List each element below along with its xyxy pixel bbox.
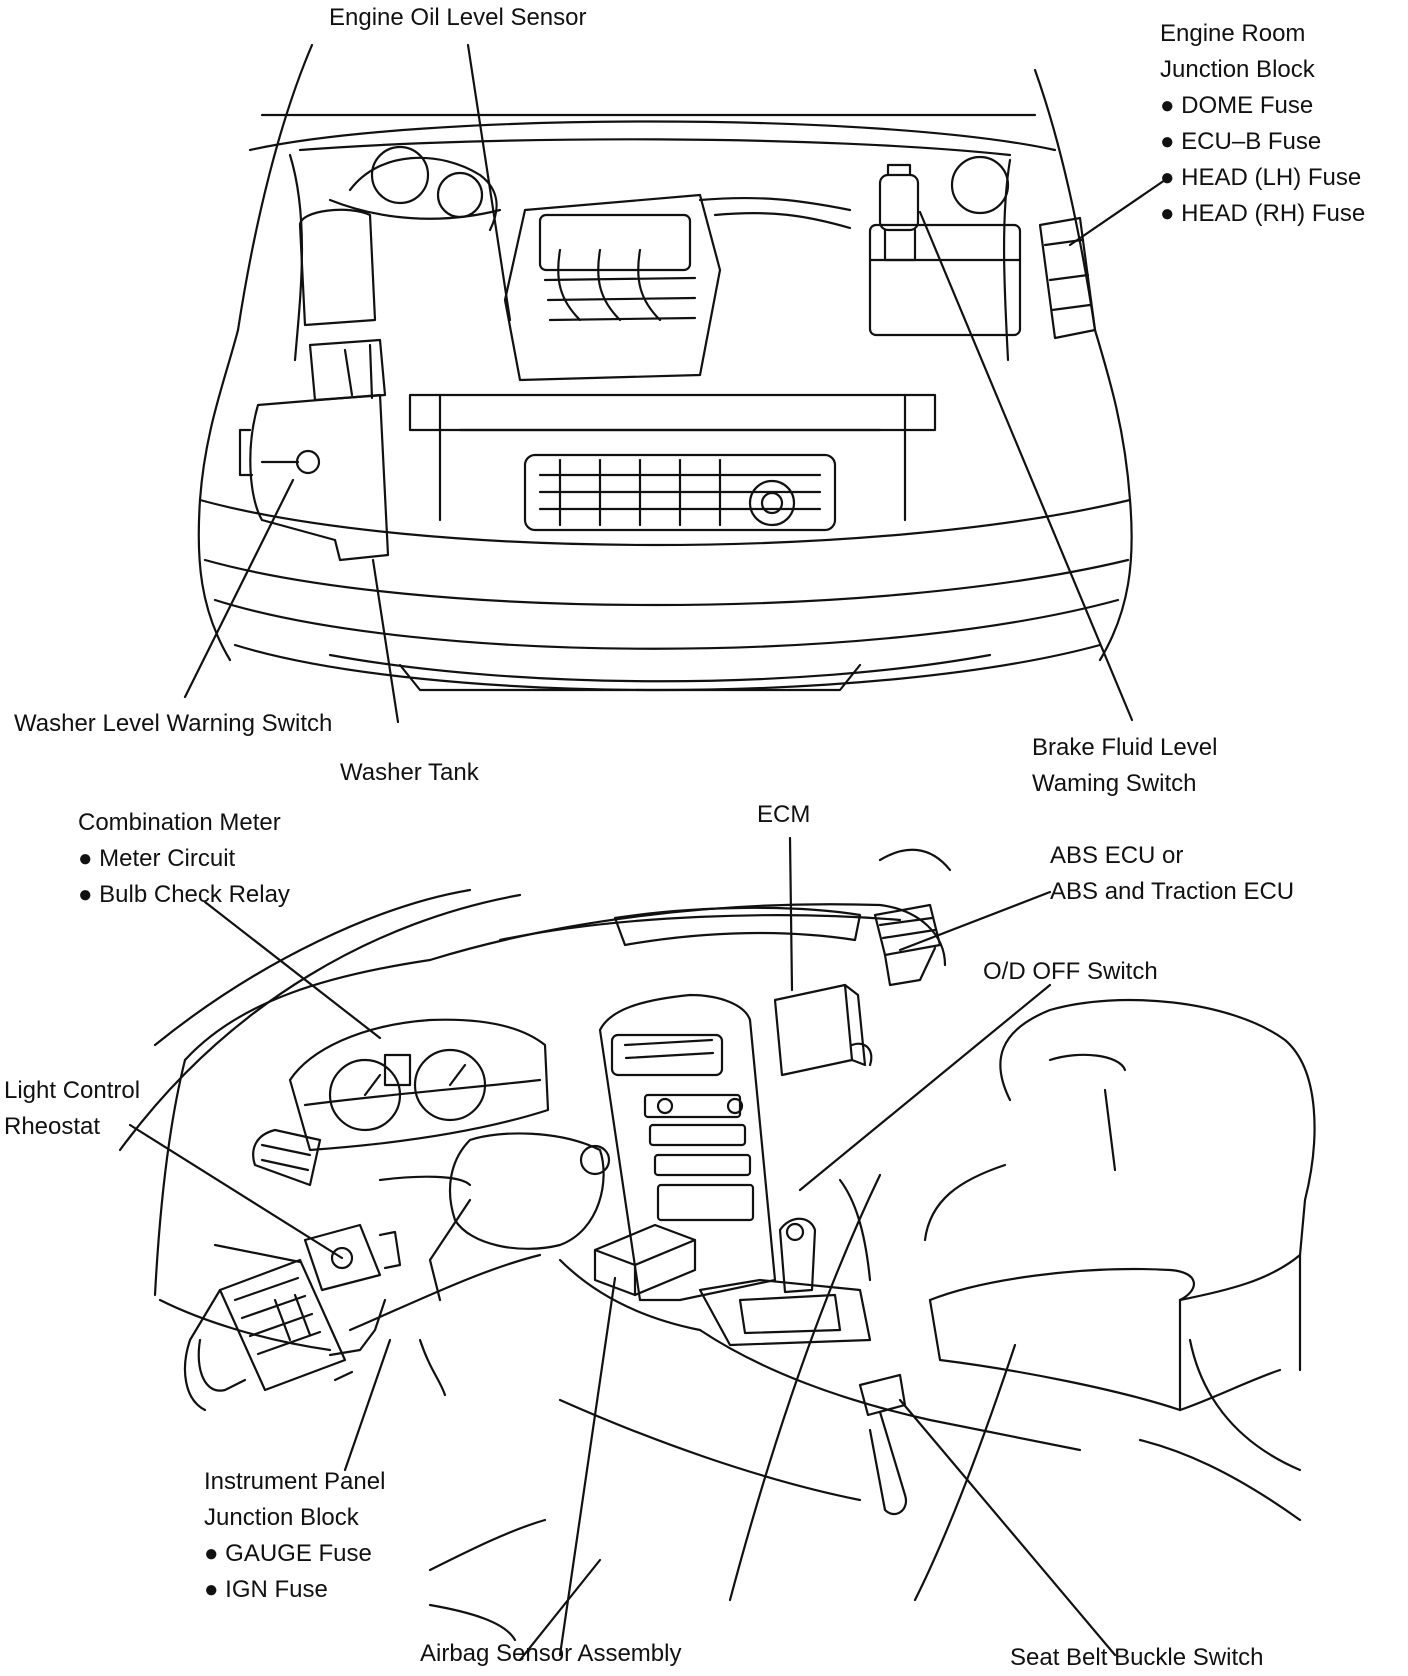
leader-airbag-sensor-assembly — [558, 1276, 617, 1657]
label-od-off-switch: O/D OFF Switch — [983, 954, 1158, 990]
label-text: Airbag Sensor Assembly — [420, 1640, 682, 1667]
label-bullet-item: ECU–B Fuse — [1160, 124, 1365, 160]
label-text: Brake Fluid Level — [1032, 734, 1218, 761]
leader-engine-oil-level-sensor — [466, 43, 512, 322]
label-bullet-item: IGN Fuse — [204, 1572, 385, 1608]
label-text: ABS and Traction ECU — [1050, 878, 1295, 905]
dashboard-illustration — [118, 836, 1316, 1662]
label-instrument-panel-junction-block: Instrument Panel Junction Block GAUGE Fu… — [204, 1464, 385, 1608]
label-bullet-item: GAUGE Fuse — [204, 1536, 385, 1572]
label-text: O/D OFF Switch — [983, 958, 1158, 985]
label-text: ABS ECU or — [1050, 842, 1184, 869]
label-text: ECM — [757, 801, 811, 828]
leader-abs-ecu — [898, 890, 1052, 952]
label-text: Junction Block — [204, 1504, 359, 1531]
leader-light-control-rheostat — [128, 1123, 344, 1260]
leader-seat-belt-buckle-switch — [898, 1398, 1117, 1657]
leader-engine-room-junction-block — [1068, 178, 1167, 247]
label-text: Washer Level Warning Switch — [14, 710, 333, 737]
leader-od-off-switch-lower — [728, 1173, 882, 1602]
label-engine-oil-level-sensor: Engine Oil Level Sensor — [329, 0, 586, 36]
label-ecm: ECM — [757, 797, 810, 833]
label-light-control-rheostat: Light Control Rheostat — [4, 1073, 140, 1145]
label-engine-room-junction-block: Engine Room Junction Block DOME Fuse ECU… — [1160, 16, 1365, 232]
leader-ip-junction-block-2 — [343, 1338, 392, 1472]
label-bullet-item: HEAD (RH) Fuse — [1160, 196, 1365, 232]
engine-bay-illustration — [183, 43, 1167, 724]
label-seat-belt-buckle-switch: Seat Belt Buckle Switch — [1010, 1640, 1263, 1676]
leader-washer-level-warning-switch — [183, 478, 295, 699]
label-washer-tank: Washer Tank — [340, 755, 479, 791]
label-bullet-item: DOME Fuse — [1160, 88, 1365, 124]
label-bullet-item: HEAD (LH) Fuse — [1160, 160, 1365, 196]
leader-light-control-rheostat-2 — [213, 1243, 302, 1264]
label-text: Engine Room — [1160, 20, 1306, 47]
label-bullet-item: Meter Circuit — [78, 841, 290, 877]
label-abs-ecu: ABS ECU or ABS and Traction ECU — [1050, 838, 1294, 910]
label-brake-fluid-level-warning-switch: Brake Fluid Level Waming Switch — [1032, 730, 1217, 802]
label-text: Washer Tank — [340, 759, 479, 786]
leader-ip-junction-block — [333, 1370, 354, 1382]
label-bullet-item: Bulb Check Relay — [78, 877, 290, 913]
leader-washer-tank — [371, 558, 400, 724]
label-text: Instrument Panel — [204, 1468, 386, 1495]
leader-seat-belt-buckle-switch-seat — [913, 1343, 1017, 1602]
label-combination-meter: Combination Meter Meter Circuit Bulb Che… — [78, 805, 290, 913]
leader-od-off-switch — [798, 983, 1052, 1192]
label-washer-level-warning-switch: Washer Level Warning Switch — [14, 706, 332, 742]
label-text: Engine Oil Level Sensor — [329, 4, 587, 31]
label-text: Combination Meter — [78, 809, 281, 836]
leader-combination-meter — [203, 900, 382, 1040]
leader-ecm — [788, 836, 794, 992]
label-airbag-sensor-assembly: Airbag Sensor Assembly — [420, 1636, 681, 1672]
label-text: Light Control — [4, 1077, 141, 1104]
leader-brake-fluid-level-warning-switch — [918, 210, 1134, 722]
label-text: Junction Block — [1160, 56, 1315, 83]
label-text: Rheostat — [4, 1113, 101, 1140]
label-text: Seat Belt Buckle Switch — [1010, 1644, 1264, 1671]
label-text: Waming Switch — [1032, 770, 1197, 797]
